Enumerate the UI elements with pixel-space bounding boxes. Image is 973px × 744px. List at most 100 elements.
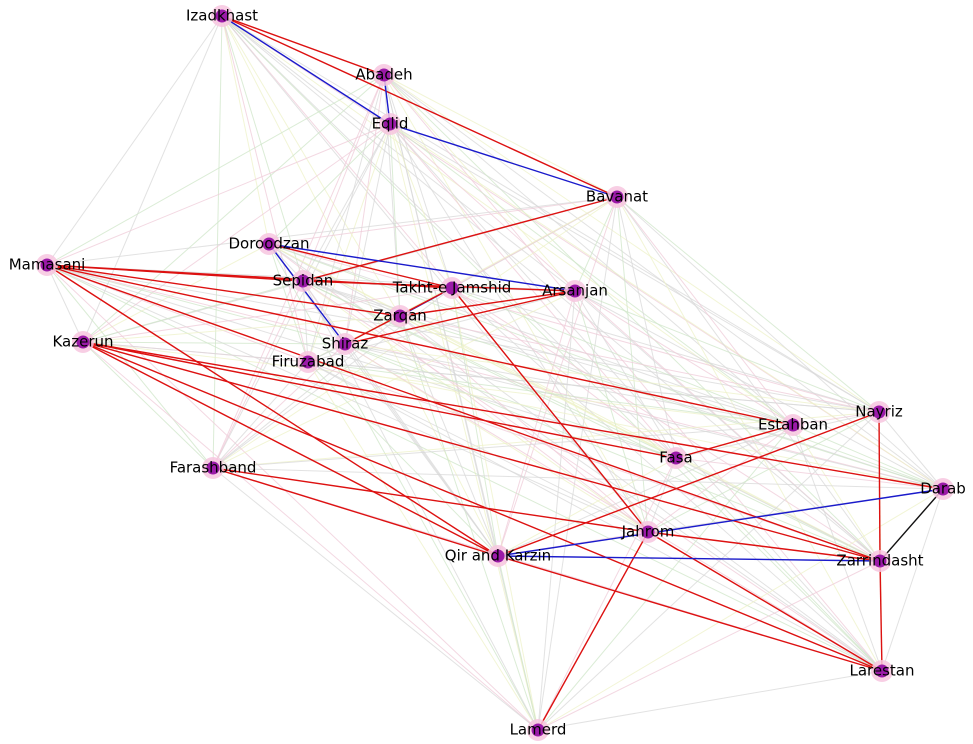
faint-edge — [307, 361, 944, 490]
edge-eqlid-bavanat — [389, 123, 618, 198]
strong-edges-layer — [46, 15, 944, 731]
faint-edge — [383, 74, 618, 198]
faint-edge — [221, 15, 880, 413]
faint-edge — [268, 196, 618, 245]
edge-izadkhast-abadeh — [221, 15, 385, 76]
node-mamasani[interactable] — [40, 258, 54, 272]
node-label-zarrindasht: Zarrindasht — [836, 552, 923, 570]
node-estahban[interactable] — [786, 418, 800, 432]
node-larestan[interactable] — [875, 664, 889, 678]
node-bavanat[interactable] — [610, 190, 624, 204]
node-zarqan[interactable] — [393, 309, 407, 323]
node-farashband[interactable] — [206, 461, 220, 475]
node-labels-layer: IzadkhastAbadehEqlidBavanatDoroodzanMama… — [9, 7, 966, 739]
faint-edge — [221, 15, 270, 245]
node-takht[interactable] — [445, 281, 459, 295]
node-label-larestan: Larestan — [849, 662, 914, 680]
faint-edge — [302, 123, 391, 282]
faint-edge — [383, 74, 539, 731]
faint-edge — [268, 243, 880, 413]
faint-edge — [302, 280, 794, 426]
node-nayriz[interactable] — [872, 405, 886, 419]
faint-edge — [46, 264, 880, 413]
edge-kazerun-darab — [82, 341, 944, 490]
edge-sepidan-arsanjan — [302, 280, 576, 292]
edge-mamasani-zarrindasht — [46, 264, 881, 562]
node-label-qir: Qir and Karzin — [445, 547, 551, 565]
node-arsanjan[interactable] — [568, 284, 582, 298]
faint-edge — [268, 243, 794, 426]
faint-edge — [574, 290, 944, 490]
edge-qir-larestan — [497, 555, 883, 672]
node-label-takht: Takht-e Jamshid — [392, 279, 512, 297]
faint-edge — [82, 123, 391, 343]
node-label-doroodzan: Doroodzan — [228, 235, 309, 253]
faint-edge — [647, 424, 794, 533]
node-qir[interactable] — [491, 549, 505, 563]
faint-edge — [302, 280, 309, 363]
faint-edge — [212, 15, 223, 469]
faint-edge — [616, 196, 881, 562]
node-label-darab: Darab — [920, 480, 966, 498]
node-jahrom[interactable] — [641, 525, 655, 539]
faint-edge — [344, 343, 880, 413]
edge-izadkhast-eqlid — [221, 15, 391, 125]
faint-edge — [212, 280, 304, 469]
faint-edge — [307, 361, 794, 426]
faint-edge — [82, 280, 304, 343]
node-abadeh[interactable] — [377, 68, 391, 82]
faint-edge — [399, 315, 539, 731]
node-firuzabad[interactable] — [301, 355, 315, 369]
faint-edge — [574, 290, 649, 533]
node-label-firuzabad: Firuzabad — [272, 353, 345, 371]
faint-edge — [82, 341, 214, 469]
node-label-nayriz: Nayriz — [855, 403, 903, 421]
faint-edge — [537, 560, 881, 731]
node-label-mamasani: Mamasani — [9, 256, 86, 274]
node-fasa[interactable] — [669, 451, 683, 465]
node-lamerd[interactable] — [531, 723, 545, 737]
faint-edge — [647, 457, 677, 533]
faint-edge — [675, 457, 883, 672]
faint-edge — [212, 123, 391, 469]
node-zarrindasht[interactable] — [873, 554, 887, 568]
faint-edge — [574, 290, 880, 413]
faint-edge — [574, 290, 794, 426]
node-eqlid[interactable] — [383, 117, 397, 131]
faint-edge — [221, 15, 499, 557]
faint-edge — [451, 287, 880, 413]
node-label-estahban: Estahban — [758, 416, 828, 434]
node-label-shiraz: Shiraz — [322, 335, 369, 353]
faint-edge — [675, 457, 944, 490]
node-shiraz[interactable] — [338, 337, 352, 351]
node-izadkhast[interactable] — [215, 9, 229, 23]
node-darab[interactable] — [936, 482, 950, 496]
faint-edge — [792, 411, 880, 426]
node-kazerun[interactable] — [76, 335, 90, 349]
faint-edge — [221, 15, 453, 289]
edge-zarqan-arsanjan — [399, 290, 576, 317]
faint-edge — [497, 457, 677, 557]
faint-edge — [221, 15, 304, 282]
faint-edge — [82, 341, 346, 345]
faint-edge — [537, 457, 677, 731]
faint-edge — [212, 467, 539, 731]
faint-edge — [383, 74, 944, 490]
faint-edge — [82, 15, 223, 343]
node-sepidan[interactable] — [296, 274, 310, 288]
faint-edge — [389, 123, 453, 289]
faint-edge — [46, 264, 649, 533]
faint-edge — [307, 361, 499, 557]
faint-edge — [878, 411, 944, 490]
edge-kazerun-larestan — [82, 341, 883, 672]
node-label-abadeh: Abadeh — [355, 66, 412, 84]
faint-edge — [221, 15, 309, 363]
faint-edge — [881, 488, 944, 672]
node-label-zarqan: Zarqan — [373, 307, 427, 325]
faint-edge — [212, 315, 401, 469]
faint-edge — [383, 74, 649, 533]
faint-edge — [344, 343, 883, 672]
edge-shiraz-arsanjan — [344, 290, 576, 345]
node-doroodzan[interactable] — [262, 237, 276, 251]
